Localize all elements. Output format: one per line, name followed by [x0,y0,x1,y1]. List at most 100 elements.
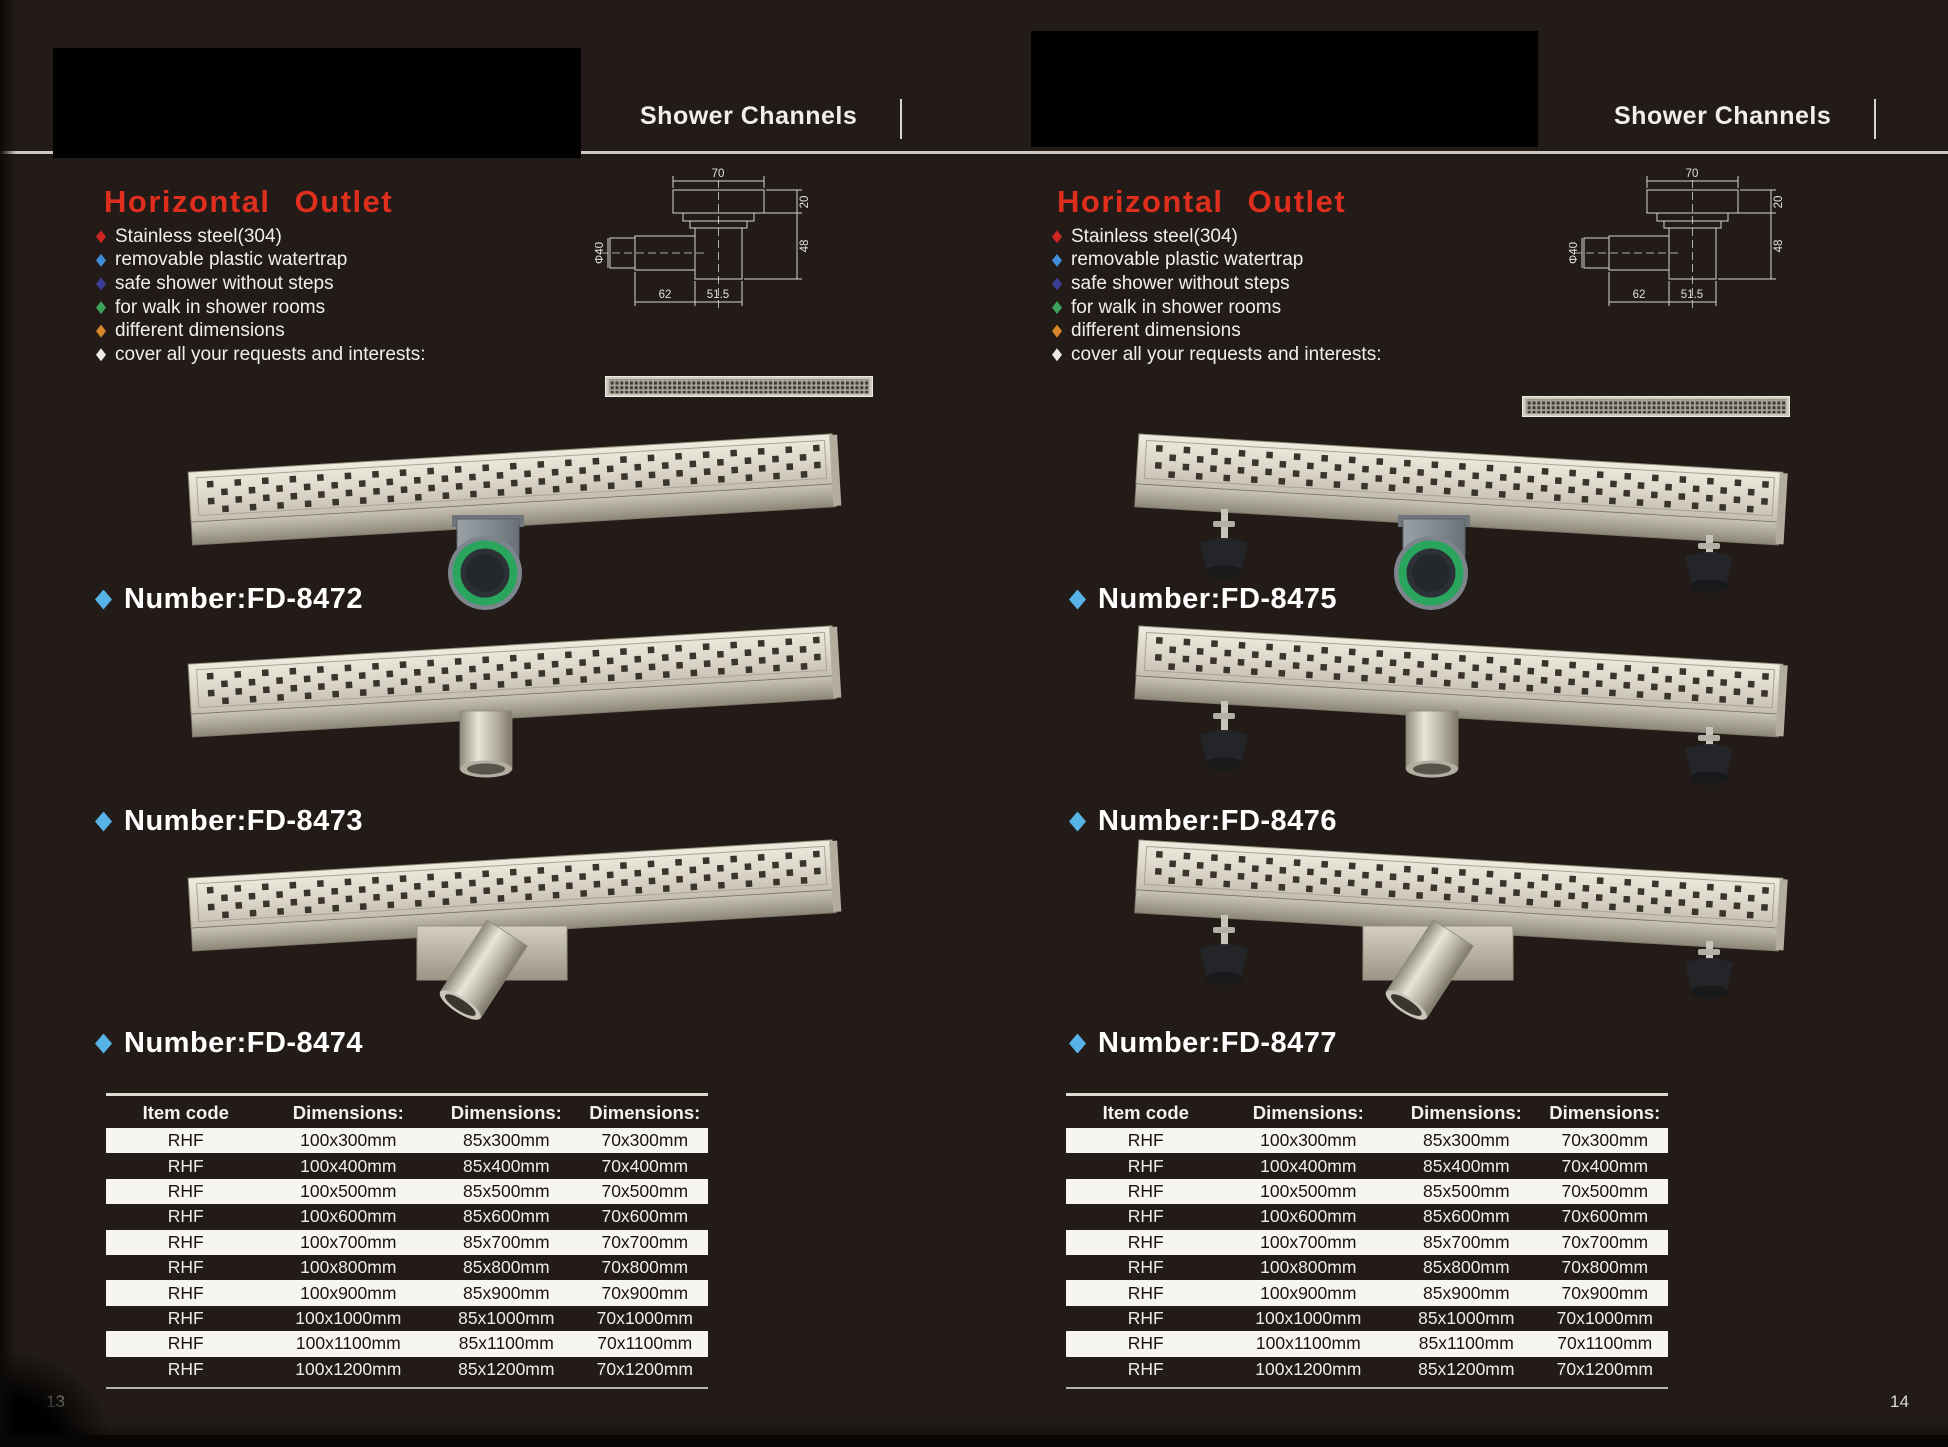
product-figure [1128,829,1828,1034]
table-header-cell: Dimensions: [1252,1102,1364,1123]
table-cell: 85x500mm [1423,1180,1510,1201]
feature-item: cover all your requests and interests: [96,343,426,367]
diamond-bullet-icon [1069,1033,1086,1054]
table-cell: 85x700mm [1423,1231,1510,1252]
table-cell: RHF [167,1358,204,1379]
table-cell: 100x300mm [300,1130,397,1151]
table-cell: 70x1200mm [1556,1358,1653,1379]
feature-label: safe shower without steps [1071,272,1290,294]
table-cell: 100x600mm [1260,1206,1357,1227]
elbow-outlet-pipe [1394,515,1470,610]
diamond-bullet-icon [95,811,112,832]
table-cell: 70x900mm [601,1282,689,1303]
technical-drawing: 70 20 48 Φ40 62 51.5 [1569,168,1785,308]
page-number: 13 [46,1392,65,1411]
adjustable-foot [1200,915,1248,985]
diamond-bullet-icon [1052,324,1062,338]
side-outlet-pipe [416,919,568,1020]
page-number: 14 [1890,1392,1909,1411]
table-cell: RHF [1127,1206,1164,1227]
product-figure [182,423,882,628]
feature-item: Stainless steel(304) [96,225,426,249]
diamond-bullet-icon [1052,301,1062,315]
dim-label-body-height: 48 [799,240,811,253]
feature-item: cover all your requests and interests: [1052,343,1382,367]
product-figure [1128,615,1828,820]
table-header-cell: Dimensions: [589,1102,701,1123]
table-cell: RHF [1127,1231,1164,1252]
header-divider-line [0,151,1948,154]
grate-strip-image [1522,396,1790,422]
table-cell: 100x1200mm [1255,1358,1362,1379]
table-header-cell: Dimensions: [1549,1102,1661,1123]
product-number-text: Number:FD-8473 [124,805,364,837]
feature-list: Stainless steel(304)removable plastic wa… [96,225,426,367]
diamond-bullet-icon [1052,277,1062,291]
product-figure [1128,423,1828,628]
table-header-cell: Dimensions: [292,1102,404,1123]
table-cell: RHF [1127,1282,1164,1303]
adjustable-foot [1685,535,1733,593]
dim-label-bottom-right: 51.5 [1681,289,1703,301]
product-number-label: Number:FD-8473 [95,805,363,838]
table-cell: 85x600mm [463,1206,550,1227]
product-number-text: Number:FD-8476 [1098,805,1338,837]
table-cell: RHF [167,1231,204,1252]
shower-channel-image [1134,433,1788,610]
table-cell: 85x300mm [463,1130,550,1151]
table-cell: 70x400mm [1561,1155,1649,1176]
table-cell: RHF [167,1282,204,1303]
table-cell: 85x1100mm [1418,1333,1514,1354]
table-header-cell: Dimensions: [1410,1102,1522,1123]
dim-label-bottom-right: 51.5 [707,289,729,301]
feature-label: different dimensions [115,320,285,342]
technical-drawing: 70 20 48 Φ40 62 51.5 [595,168,811,308]
table-cell: 85x900mm [463,1282,550,1303]
diamond-bullet-icon [1052,253,1062,267]
diamond-bullet-icon [96,301,106,315]
table-cell: 100x1000mm [295,1307,402,1328]
table-cell: 100x300mm [1260,1130,1357,1151]
feature-label: Stainless steel(304) [115,225,282,247]
table-cell: 70x700mm [1561,1231,1649,1252]
table-cell: 85x900mm [1423,1282,1510,1303]
table-cell: 70x600mm [601,1206,689,1227]
table-cell: 70x1000mm [1556,1307,1653,1328]
table-header-cell: Dimensions: [450,1102,562,1123]
feature-item: removable plastic watertrap [1052,249,1382,273]
table-cell: 70x600mm [1561,1206,1649,1227]
vertical-outlet-pipe [1405,710,1459,778]
feature-item: Stainless steel(304) [1052,225,1382,249]
table-cell: RHF [1127,1307,1164,1328]
dim-label-pipe-diameter: Φ40 [1569,242,1580,264]
product-number-text: Number:FD-8472 [124,583,364,615]
product-number-label: Number:FD-8477 [1069,1027,1337,1060]
table-cell: RHF [1127,1180,1164,1201]
diamond-bullet-icon [96,348,106,362]
feature-label: removable plastic watertrap [115,249,348,271]
table-cell: 70x300mm [601,1130,689,1151]
table-cell: 70x800mm [601,1257,689,1278]
dim-label-top-width: 70 [1686,168,1699,180]
product-number-text: Number:FD-8475 [1098,583,1338,615]
diamond-bullet-icon [1052,230,1062,244]
shower-channel-image [1134,839,1788,1020]
table-cell: 100x1000mm [1255,1307,1362,1328]
feature-item: for walk in shower rooms [1052,296,1382,320]
table-cell: RHF [167,1307,204,1328]
table-cell: 70x500mm [601,1180,689,1201]
section-title: Shower Channels [1614,102,1832,130]
